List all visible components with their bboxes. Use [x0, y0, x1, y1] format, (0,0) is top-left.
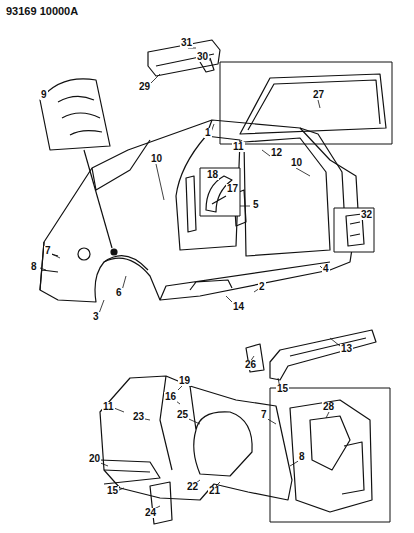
- callout-number: 3: [92, 312, 100, 322]
- leader-lines: [40, 48, 340, 510]
- fuel-door: [78, 248, 90, 260]
- callout-number: 20: [88, 454, 101, 464]
- callout-number: 12: [270, 148, 283, 158]
- figure-number: 93169 10000A: [5, 6, 79, 17]
- inset-frame: [220, 62, 392, 144]
- callout-number: 16: [164, 392, 177, 402]
- callout-number: 23: [132, 412, 145, 422]
- door-opening: [244, 138, 330, 256]
- callout-number: 8: [30, 262, 38, 272]
- rocker-panel: [160, 262, 330, 300]
- callout-number: 15: [276, 384, 289, 394]
- wheel-arch: [40, 242, 148, 290]
- callout-number: 7: [44, 246, 52, 256]
- callout-number: 28: [322, 402, 335, 412]
- callout-number: 19: [178, 376, 191, 386]
- callout-number: 8: [298, 452, 306, 462]
- rail-part: [270, 330, 376, 380]
- callout-number: 4: [322, 264, 330, 274]
- callout-number: 26: [244, 360, 257, 370]
- a-pillar: [300, 128, 344, 208]
- callout-number: 9: [40, 90, 48, 100]
- callout-number: 27: [312, 90, 325, 100]
- inset-frame: [200, 168, 240, 216]
- callout-number: 11: [232, 142, 245, 152]
- callout-number: 18: [206, 170, 219, 180]
- rear-quarter-inner: [100, 376, 292, 500]
- callout-number: 17: [226, 184, 239, 194]
- callout-number: 6: [115, 288, 123, 298]
- leader-dot: [111, 249, 117, 255]
- sill-extension: [100, 460, 160, 484]
- callout-number: 25: [176, 410, 189, 420]
- callout-number: 32: [360, 210, 373, 220]
- callout-number: 30: [196, 52, 209, 62]
- callout-number: 5: [252, 200, 260, 210]
- wheelhouse-inner: [160, 376, 252, 476]
- callout-number: 15: [106, 486, 119, 496]
- callout-number: 14: [232, 302, 245, 312]
- callout-number: 10: [290, 158, 303, 168]
- inner-panel-inset: [290, 400, 372, 512]
- callout-number: 1: [204, 128, 212, 138]
- callout-number: 21: [208, 486, 221, 496]
- inset-frame: [270, 388, 390, 522]
- callout-number: 2: [258, 282, 266, 292]
- callout-number: 29: [138, 82, 151, 92]
- wheelhouse-inset: [40, 79, 110, 150]
- callout-number: 24: [144, 508, 157, 518]
- body-side-panel: [40, 120, 358, 302]
- reinforcement-inset: [206, 176, 232, 212]
- inset-frame: [334, 208, 374, 252]
- callout-number: 7: [260, 410, 268, 420]
- callout-number: 31: [180, 38, 193, 48]
- quarter-window-opening: [92, 120, 240, 250]
- callout-number: 11: [102, 402, 115, 412]
- callout-number: 13: [340, 344, 353, 354]
- callout-number: 10: [150, 154, 163, 164]
- callout-number: 22: [186, 482, 199, 492]
